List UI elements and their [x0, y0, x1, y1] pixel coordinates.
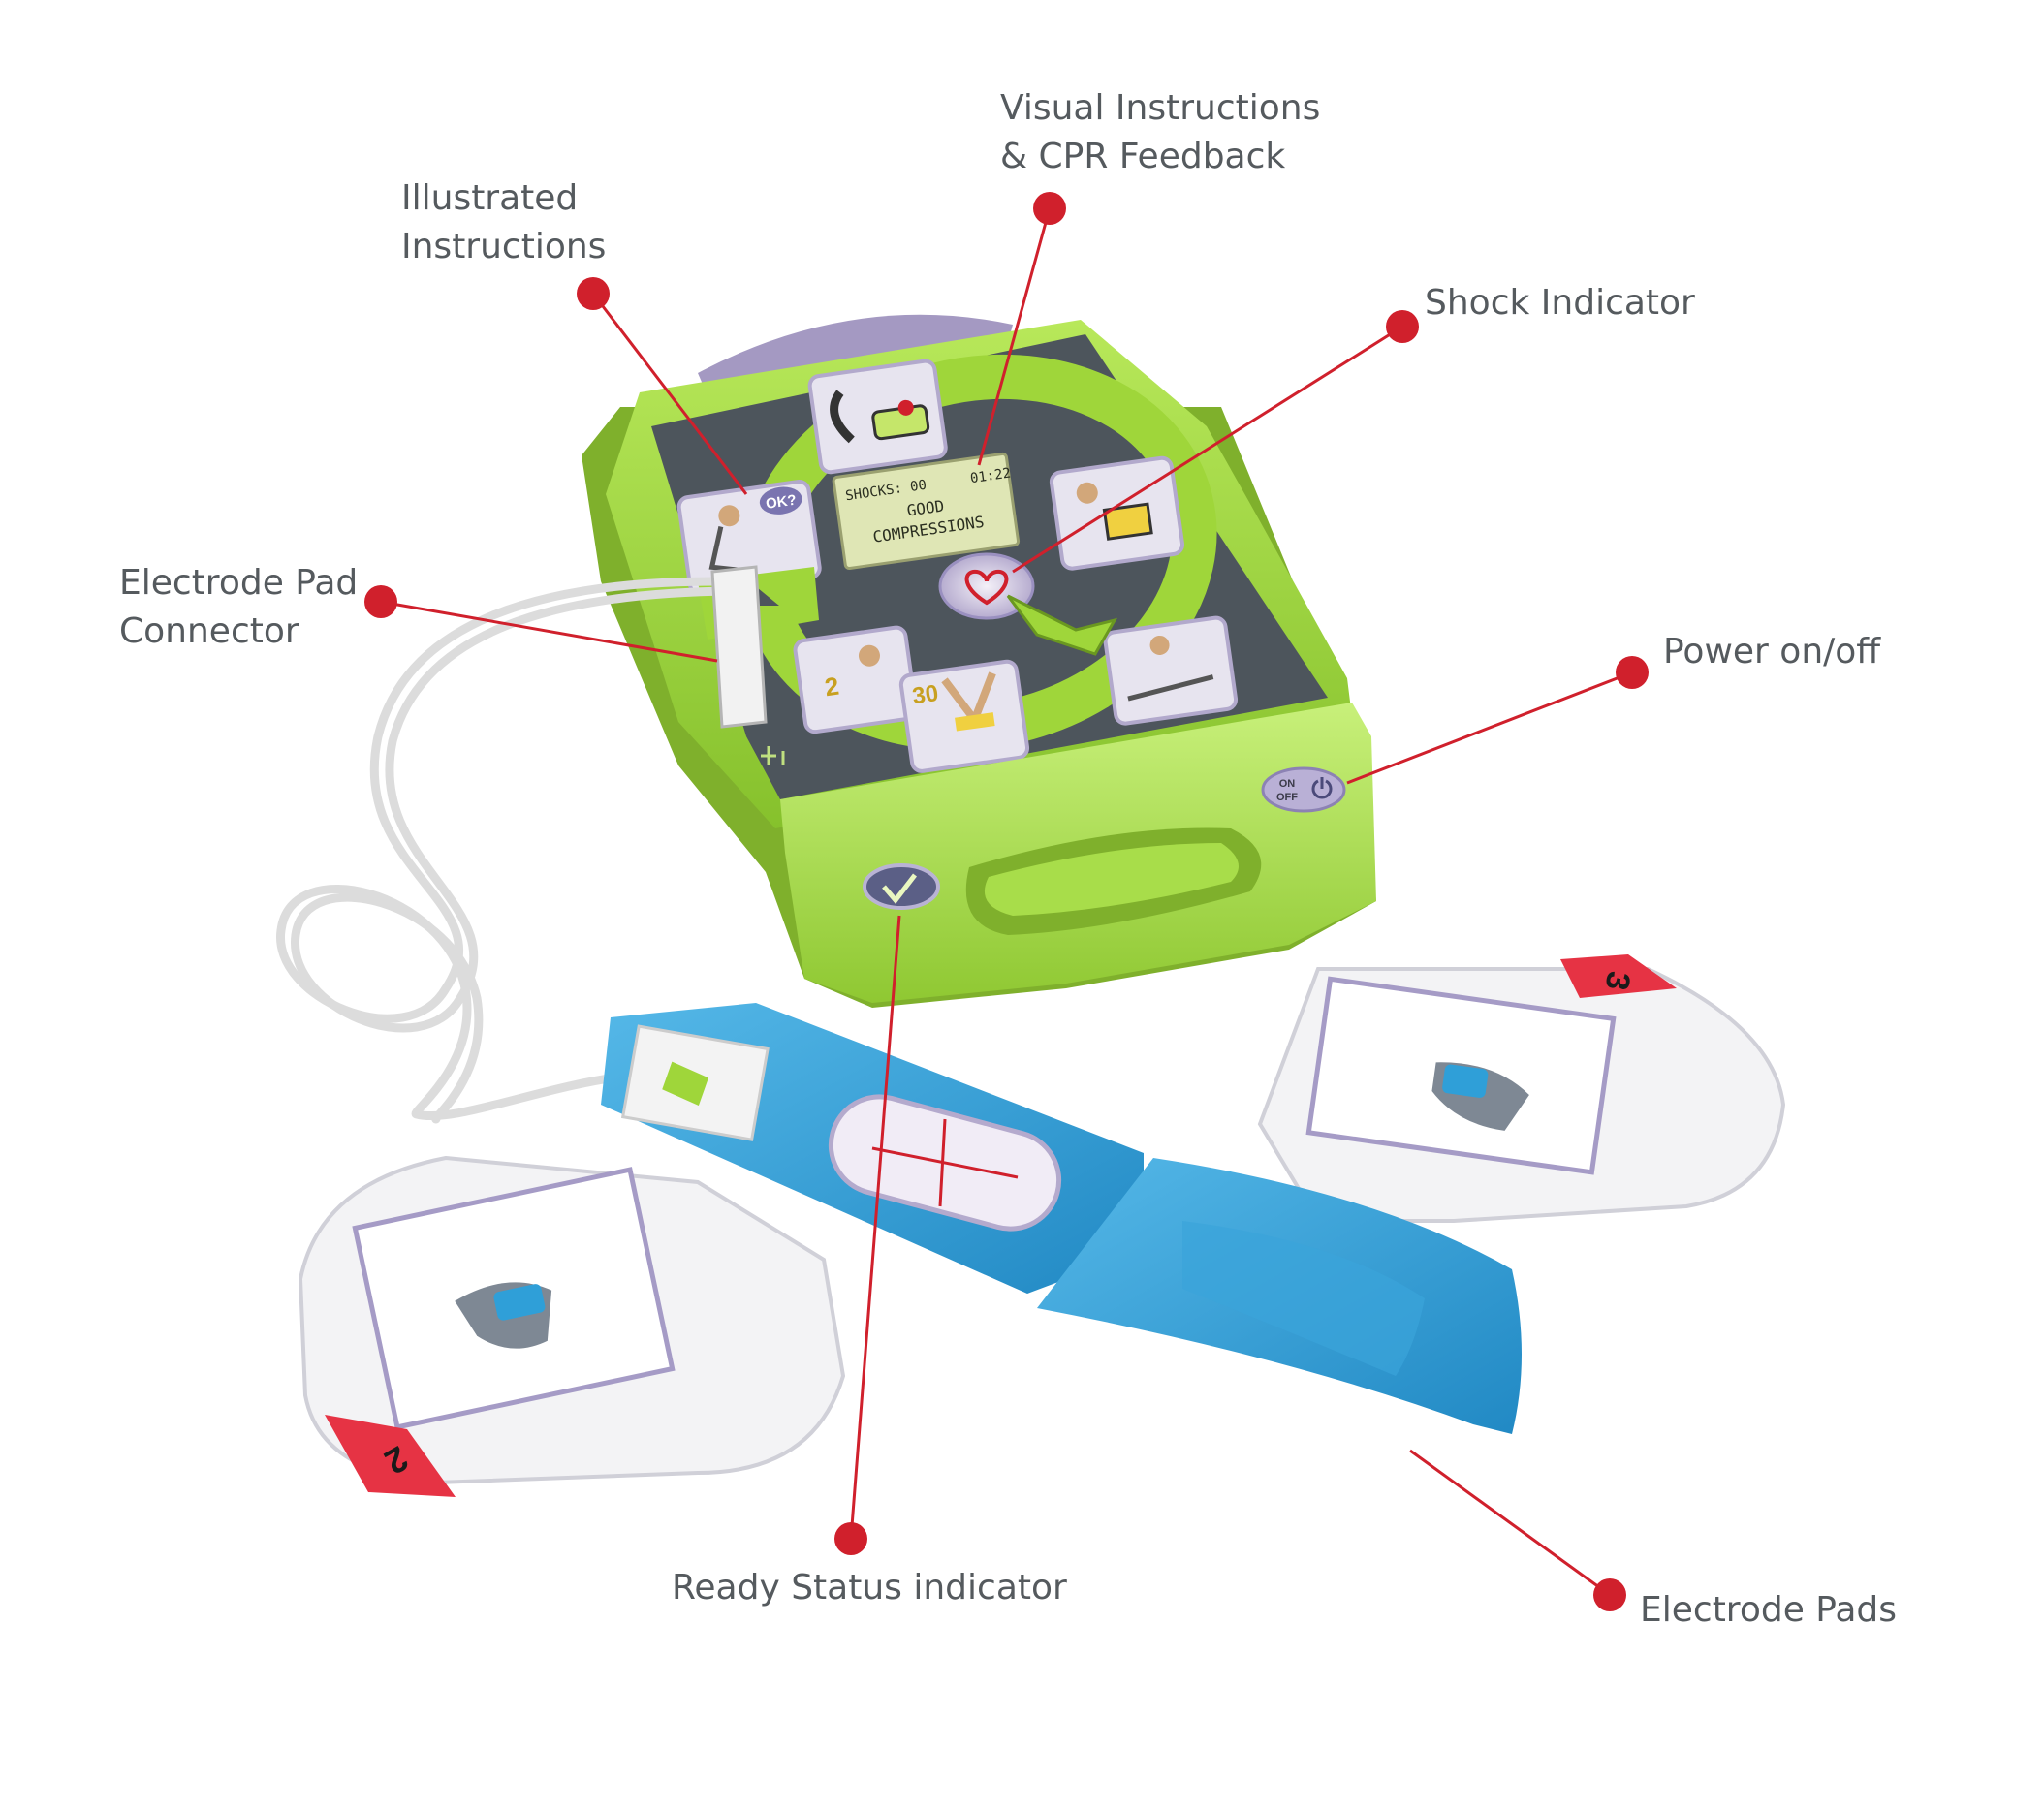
- instruction-tile-compressions: 30: [898, 659, 1030, 773]
- power-button[interactable]: ON OFF: [1261, 766, 1346, 813]
- callout-dot-pads: [1593, 1578, 1626, 1611]
- pad-right-tab[interactable]: [1560, 954, 1677, 998]
- step-30-label: 30: [911, 680, 940, 709]
- lcd-timer: 01:22: [969, 465, 1012, 486]
- label-visual-line-2: & CPR Feedback: [1000, 137, 1286, 176]
- instruction-tile-airway: 2: [793, 625, 919, 734]
- label-connector-line-1: Electrode Pad: [119, 563, 359, 603]
- callout-leaders: [364, 192, 1649, 1611]
- callout-dot-connector: [364, 585, 397, 618]
- label-connector-line-2: Connector: [119, 611, 299, 651]
- label-electrode-pad-connector: Electrode Pad Connector: [119, 559, 358, 656]
- pad-target-cross: [871, 1118, 1019, 1207]
- electrode-cable: [276, 577, 737, 1124]
- step-2-label: 2: [823, 671, 841, 703]
- finger-graphic: [1006, 594, 1118, 656]
- shock-button[interactable]: [938, 552, 1118, 656]
- label-power: Power on/off: [1663, 632, 1881, 671]
- heart-shock-icon: [964, 569, 1009, 606]
- electrode-pad-connector[interactable]: [710, 565, 768, 729]
- callout-dot-ready: [834, 1522, 867, 1555]
- label-illustrated-line-2: Instructions: [401, 227, 607, 266]
- instruction-tile-call: [807, 359, 948, 475]
- instruction-tile-pads: [1049, 455, 1185, 571]
- power-icon: [1311, 777, 1333, 799]
- ok-label: OK?: [765, 492, 798, 513]
- label-electrode-pads: Electrode Pads: [1640, 1590, 1898, 1630]
- label-illustrated-line-1: Illustrated: [401, 178, 579, 218]
- label-visual-instructions: Visual Instructions & CPR Feedback: [1000, 84, 1320, 181]
- label-ready-status: Ready Status indicator: [672, 1568, 1067, 1608]
- callout-dot-visual: [1033, 192, 1066, 225]
- label-visual-line-1: Visual Instructions: [1000, 88, 1321, 128]
- ready-status-indicator: [863, 863, 940, 910]
- power-off-label: OFF: [1276, 792, 1298, 803]
- label-shock-indicator: Shock Indicator: [1425, 283, 1695, 323]
- ready-check-icon: [882, 873, 917, 904]
- power-on-label: ON: [1279, 778, 1296, 790]
- label-illustrated-instructions: Illustrated Instructions: [401, 174, 606, 271]
- callout-dot-shock: [1386, 310, 1419, 343]
- electrode-pads: 2 3: [298, 954, 1786, 1497]
- pediatric-icon: [761, 746, 785, 765]
- lcd-display: SHOCKS: 00 01:22 GOOD COMPRESSIONS: [832, 452, 1021, 571]
- callout-dot-power: [1616, 656, 1649, 689]
- callout-dot-illustrated: [577, 277, 610, 310]
- instruction-tile-shock: [1103, 615, 1239, 726]
- pad-left-tab[interactable]: [325, 1415, 456, 1497]
